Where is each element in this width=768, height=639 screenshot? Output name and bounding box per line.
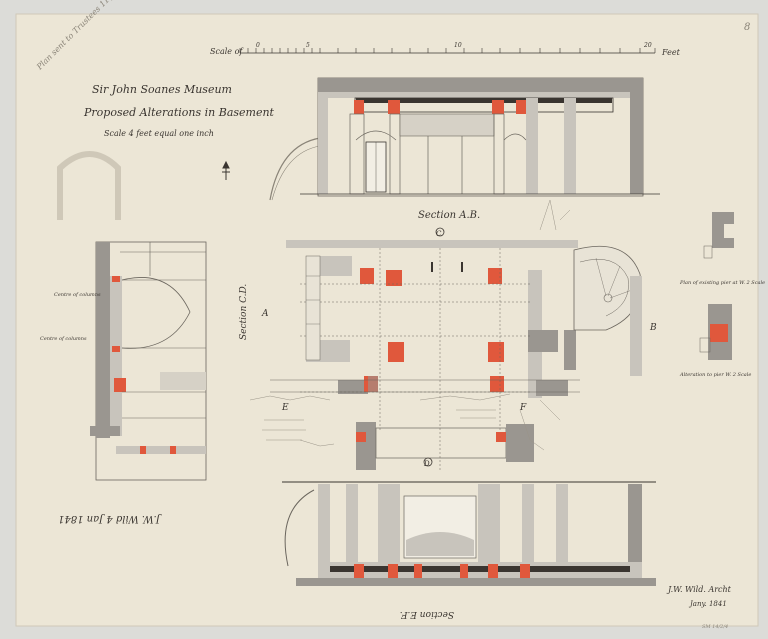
- scale-tick-5: 5: [306, 42, 310, 49]
- scale-bar-units: Feet: [661, 48, 681, 57]
- new-pier-8: [356, 432, 366, 442]
- pier-detail-altered: [699, 304, 732, 360]
- scale-tick-20: 20: [643, 42, 652, 49]
- scale-tick-0: 0: [256, 42, 260, 49]
- drawing-title: Sir John Soanes Museum: [92, 83, 232, 96]
- new-pier-7: [490, 376, 504, 392]
- section-ef-label: Section E.F.: [400, 609, 454, 619]
- architect-signature: J.W. Wild. Archt: [666, 585, 732, 594]
- scale-bar: Scale of 0 5 10 20 Feet: [210, 42, 681, 57]
- pier-detail-existing: [703, 212, 734, 259]
- new-pier-3: [488, 268, 502, 284]
- scale-bar-label: Scale of: [210, 47, 244, 56]
- signature-date: Jany. 1841: [688, 600, 727, 608]
- centre-columns-note-1: Centre of columns: [54, 292, 101, 298]
- new-pier-9: [496, 432, 506, 442]
- scale-note: Scale 4 feet equal one inch: [104, 129, 214, 138]
- plan-letter-a: A: [261, 309, 269, 319]
- centre-columns-note-2: Centre of columns: [40, 336, 87, 342]
- new-pier-2: [386, 270, 402, 286]
- section-cd-elevation: [90, 241, 207, 481]
- plan-letter-e: E: [281, 403, 289, 413]
- section-ab-elevation: [300, 77, 660, 197]
- north-arrow-icon: [222, 160, 230, 180]
- plan-letter-c: C: [436, 230, 442, 238]
- new-pier-1: [360, 268, 374, 284]
- new-pier-5: [488, 342, 504, 362]
- inverted-inscription: J.W. Wild 4 Jan 1841: [58, 513, 162, 524]
- plan-letter-b: B: [649, 323, 657, 333]
- new-pier-4: [388, 342, 404, 362]
- faint-arch-sketch: [57, 151, 121, 220]
- section-ef-elevation: [282, 481, 656, 586]
- section-cd-label: Section C.D.: [239, 284, 249, 340]
- spiral-staircase: [573, 245, 642, 331]
- drawing-subtitle: Proposed Alterations in Basement: [83, 106, 275, 119]
- plan-letter-f: F: [519, 403, 527, 413]
- scale-tick-10: 10: [454, 42, 462, 49]
- plan-letter-d: D: [423, 460, 430, 468]
- plan-existing-pier-note: Plan of existing pier at W. 2 Scale: [679, 280, 765, 286]
- alteration-pier-note: Alteration to pier W. 2 Scale: [679, 372, 751, 378]
- basement-plan: [270, 227, 642, 470]
- sheet-number: 8: [744, 22, 750, 33]
- catalogue-mark: SM 14/2/4: [702, 624, 728, 630]
- section-ab-label: Section A.B.: [418, 210, 480, 221]
- pencil-calculations: [249, 199, 571, 451]
